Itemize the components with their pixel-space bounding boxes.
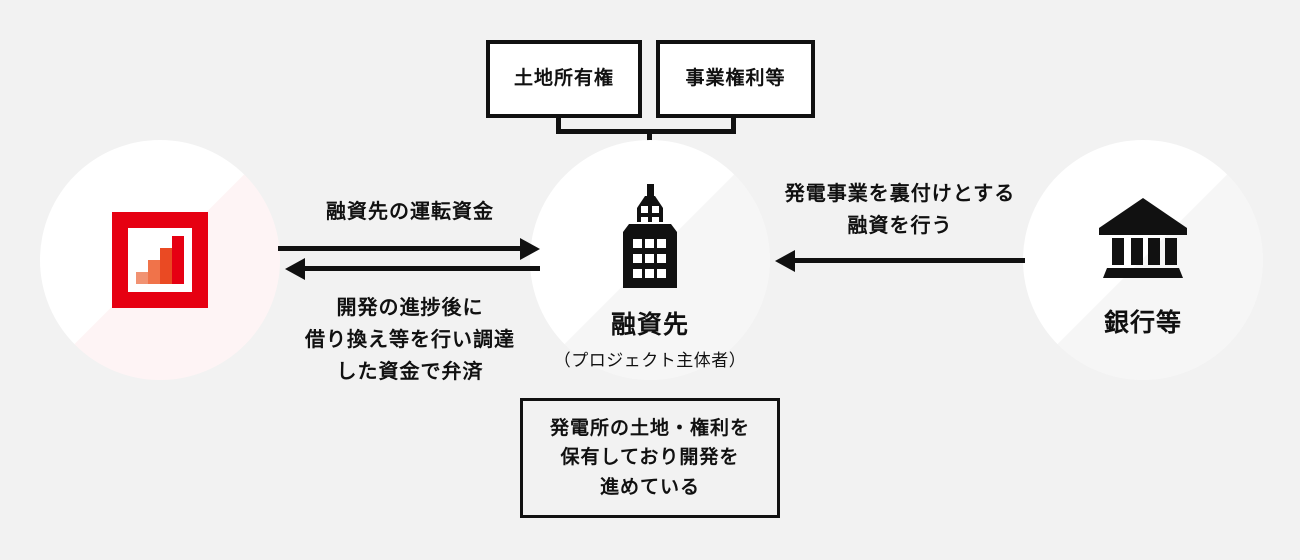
flow-label-repayment: 開発の進捗後に 借り換え等を行い調達 した資金で弁済: [305, 297, 515, 383]
bracket-crossbar: [556, 129, 736, 134]
node-borrower: [530, 140, 770, 380]
node-investor: [40, 140, 280, 380]
bottom-box-development-status: 発電所の土地・権利を 保有しており開発を 進めている: [520, 398, 780, 518]
top-box-business-rights-label: 事業権利等: [685, 68, 786, 90]
arrow-repayment-head: [285, 258, 305, 280]
arrow-bank-loan-head: [775, 250, 795, 272]
node-bank-title: 銀行等: [1103, 309, 1182, 337]
arrow-repayment-line: [303, 266, 540, 271]
chart-bar-3: [160, 248, 172, 284]
chart-bar-4: [172, 236, 184, 284]
chart-bars-group: [136, 236, 184, 284]
node-borrower-title: 融資先: [610, 311, 689, 339]
flow-label-bank-loan: 発電事業を裏付けとする 融資を行う: [784, 183, 1016, 237]
chart-bar-1: [136, 272, 148, 284]
bracket-stub-right: [731, 118, 736, 134]
top-box-land-ownership: 土地所有権: [486, 40, 642, 118]
bottom-box-development-status-label: 発電所の土地・権利を 保有しており開発を 進めている: [549, 417, 750, 498]
arrow-working-capital-line: [278, 246, 524, 251]
bank-icon: [1099, 198, 1187, 278]
chart-bars-icon: [112, 212, 208, 308]
flow-label-working-capital: 融資先の運転資金: [326, 201, 494, 223]
chart-bar-2: [148, 260, 160, 284]
arrow-working-capital-head: [520, 238, 540, 260]
node-borrower-subtitle: （プロジェクト主体者）: [553, 351, 747, 370]
node-bank: [1023, 140, 1263, 380]
bracket-stub-left: [556, 118, 561, 134]
arrow-bank-loan-line: [793, 258, 1025, 263]
top-box-business-rights: 事業権利等: [656, 40, 815, 118]
office-building-icon: [623, 184, 677, 288]
top-box-land-ownership-label: 土地所有権: [513, 68, 614, 90]
bracket-drop: [647, 129, 652, 146]
